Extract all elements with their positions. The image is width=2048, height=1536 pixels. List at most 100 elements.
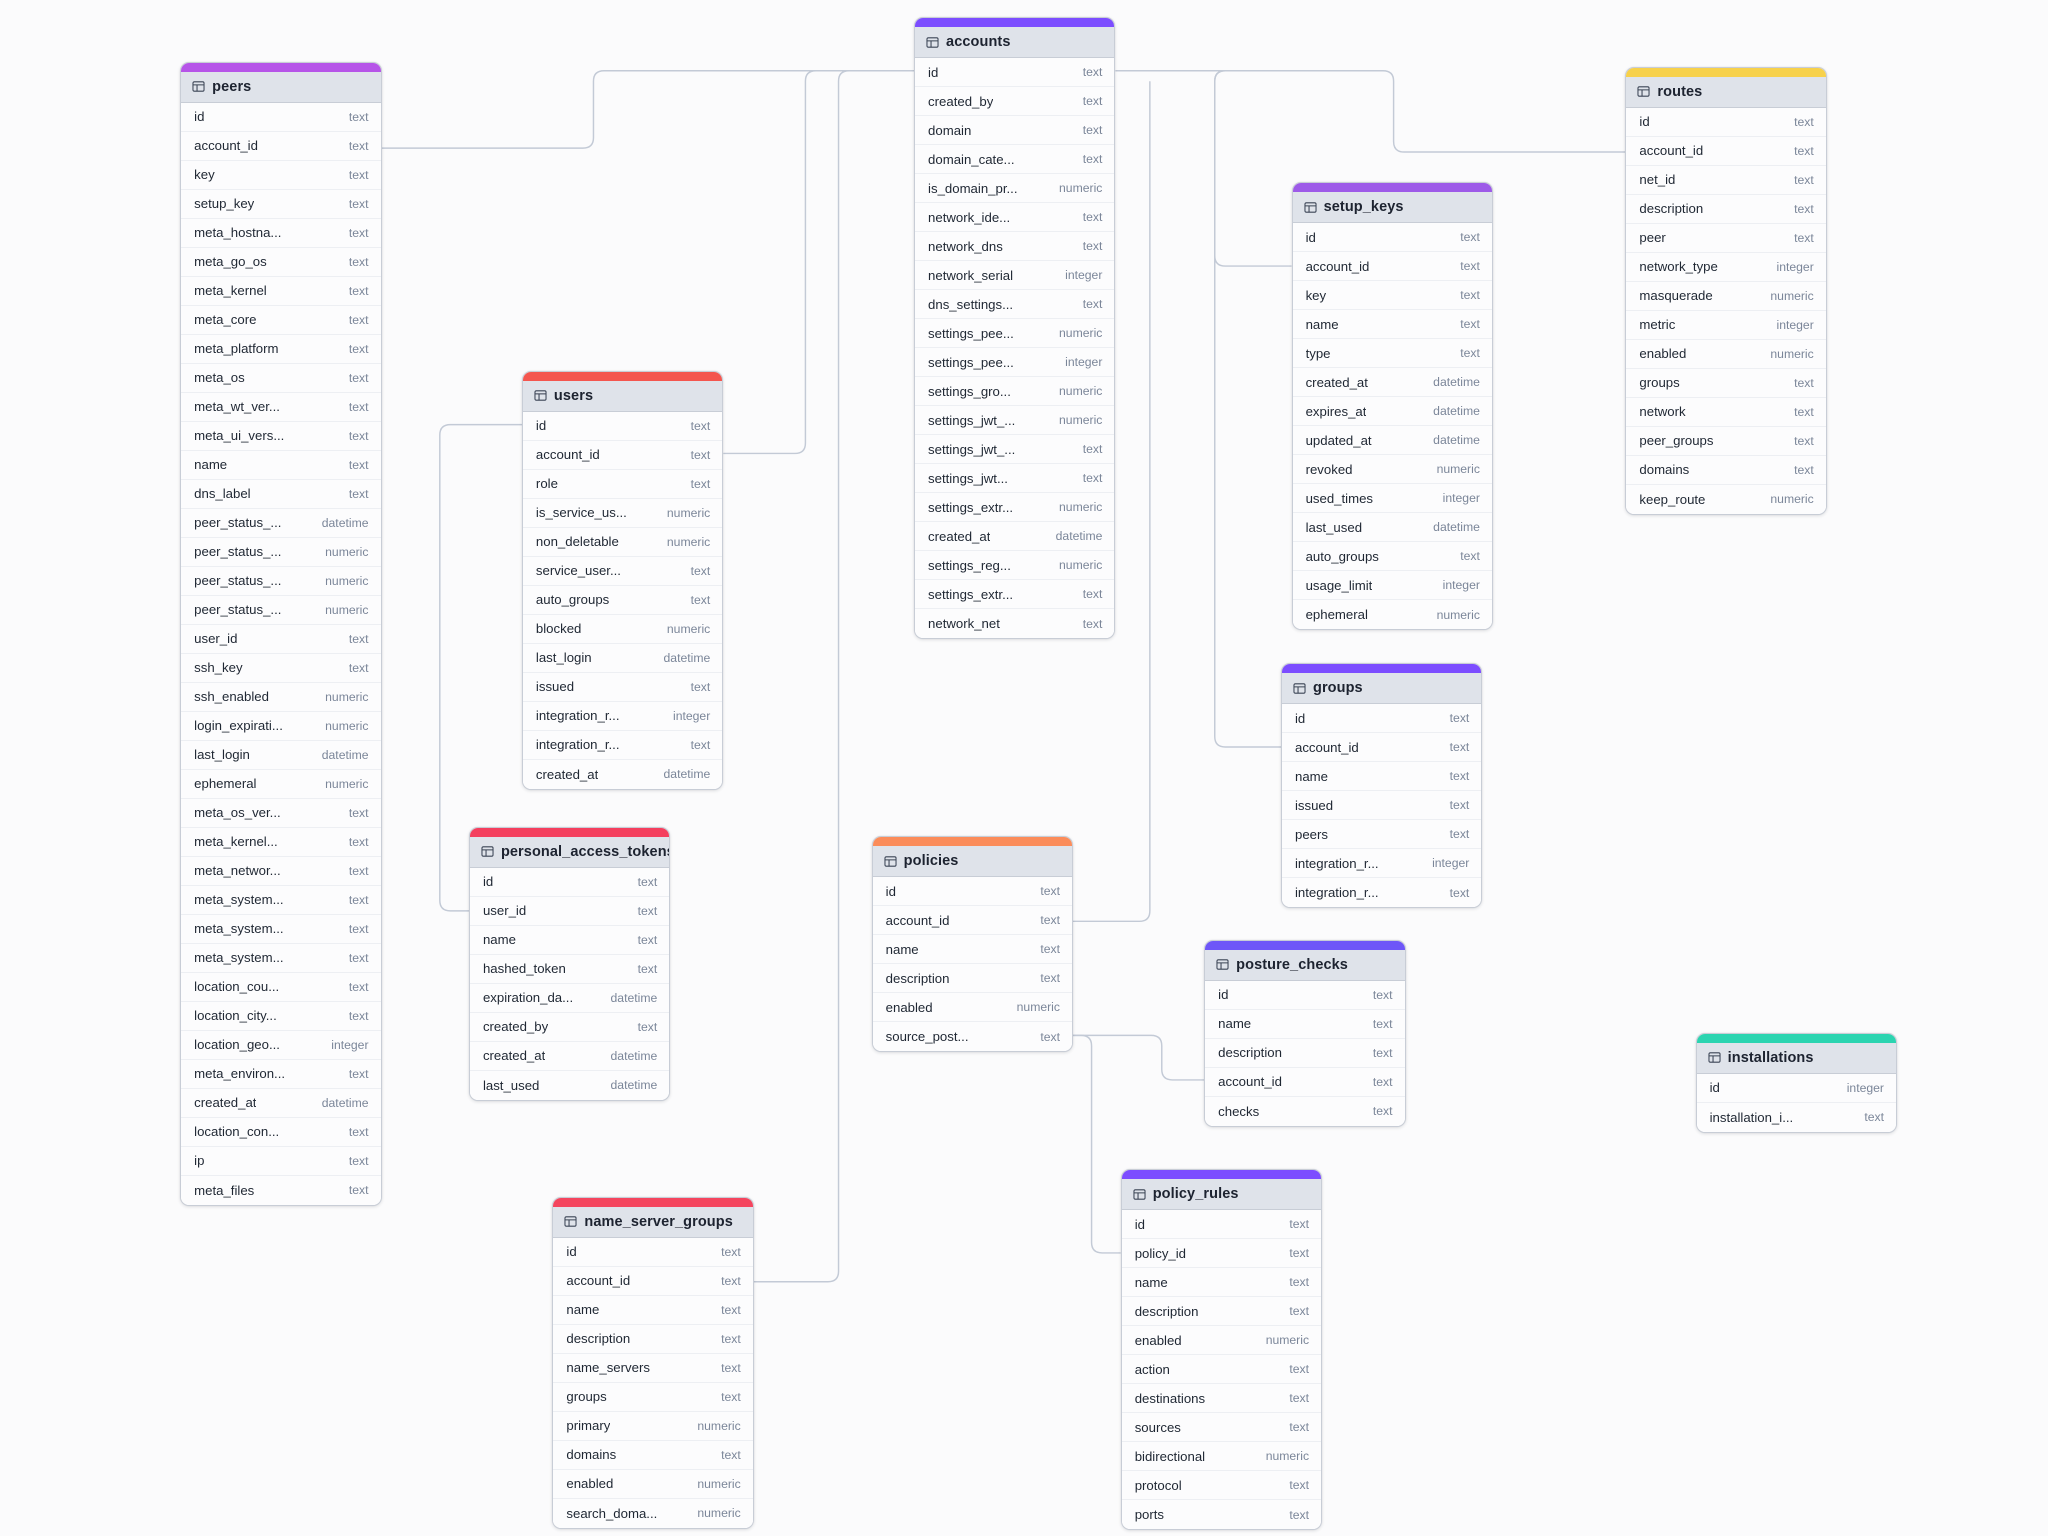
table-field-row[interactable]: peer_status_...numeric — [181, 537, 381, 567]
table-field-row[interactable]: meta_system...text — [181, 943, 381, 973]
table-header-peers[interactable]: peers — [181, 71, 381, 103]
table-field-row[interactable]: meta_system...text — [181, 914, 381, 944]
table-field-row[interactable]: service_user...text — [522, 556, 723, 586]
table-field-row[interactable]: integration_r...text — [1281, 878, 1482, 908]
table-field-row[interactable]: installation_i...text — [1696, 1102, 1896, 1132]
table-header-users[interactable]: users — [522, 380, 723, 412]
table-field-row[interactable]: integration_r...integer — [522, 701, 723, 731]
table-field-row[interactable]: integration_r...text — [522, 730, 723, 760]
table-field-row[interactable]: settings_reg...numeric — [915, 551, 1115, 581]
table-header-setup_keys[interactable]: setup_keys — [1292, 192, 1492, 224]
table-field-row[interactable]: is_domain_pr...numeric — [915, 174, 1115, 204]
table-field-row[interactable]: integration_r...integer — [1281, 849, 1482, 879]
table-header-personal_access_tokens[interactable]: personal_access_tokens — [469, 836, 670, 868]
table-field-row[interactable]: login_expirati...numeric — [181, 711, 381, 741]
table-field-row[interactable]: settings_pee...integer — [915, 348, 1115, 378]
table-field-row[interactable]: location_cou...text — [181, 972, 381, 1002]
table-header-policies[interactable]: policies — [872, 846, 1072, 878]
table-field-row[interactable]: settings_pee...numeric — [915, 319, 1115, 349]
table-field-row[interactable]: meta_hostna...text — [181, 218, 381, 248]
table-field-row[interactable]: location_geo...integer — [181, 1030, 381, 1060]
table-field-row[interactable]: meta_kernel...text — [181, 827, 381, 857]
table-field-row[interactable]: peer_status_...datetime — [181, 508, 381, 538]
table-header-accounts[interactable]: accounts — [915, 27, 1115, 59]
table-field-row[interactable]: domain_cate...text — [915, 145, 1115, 175]
